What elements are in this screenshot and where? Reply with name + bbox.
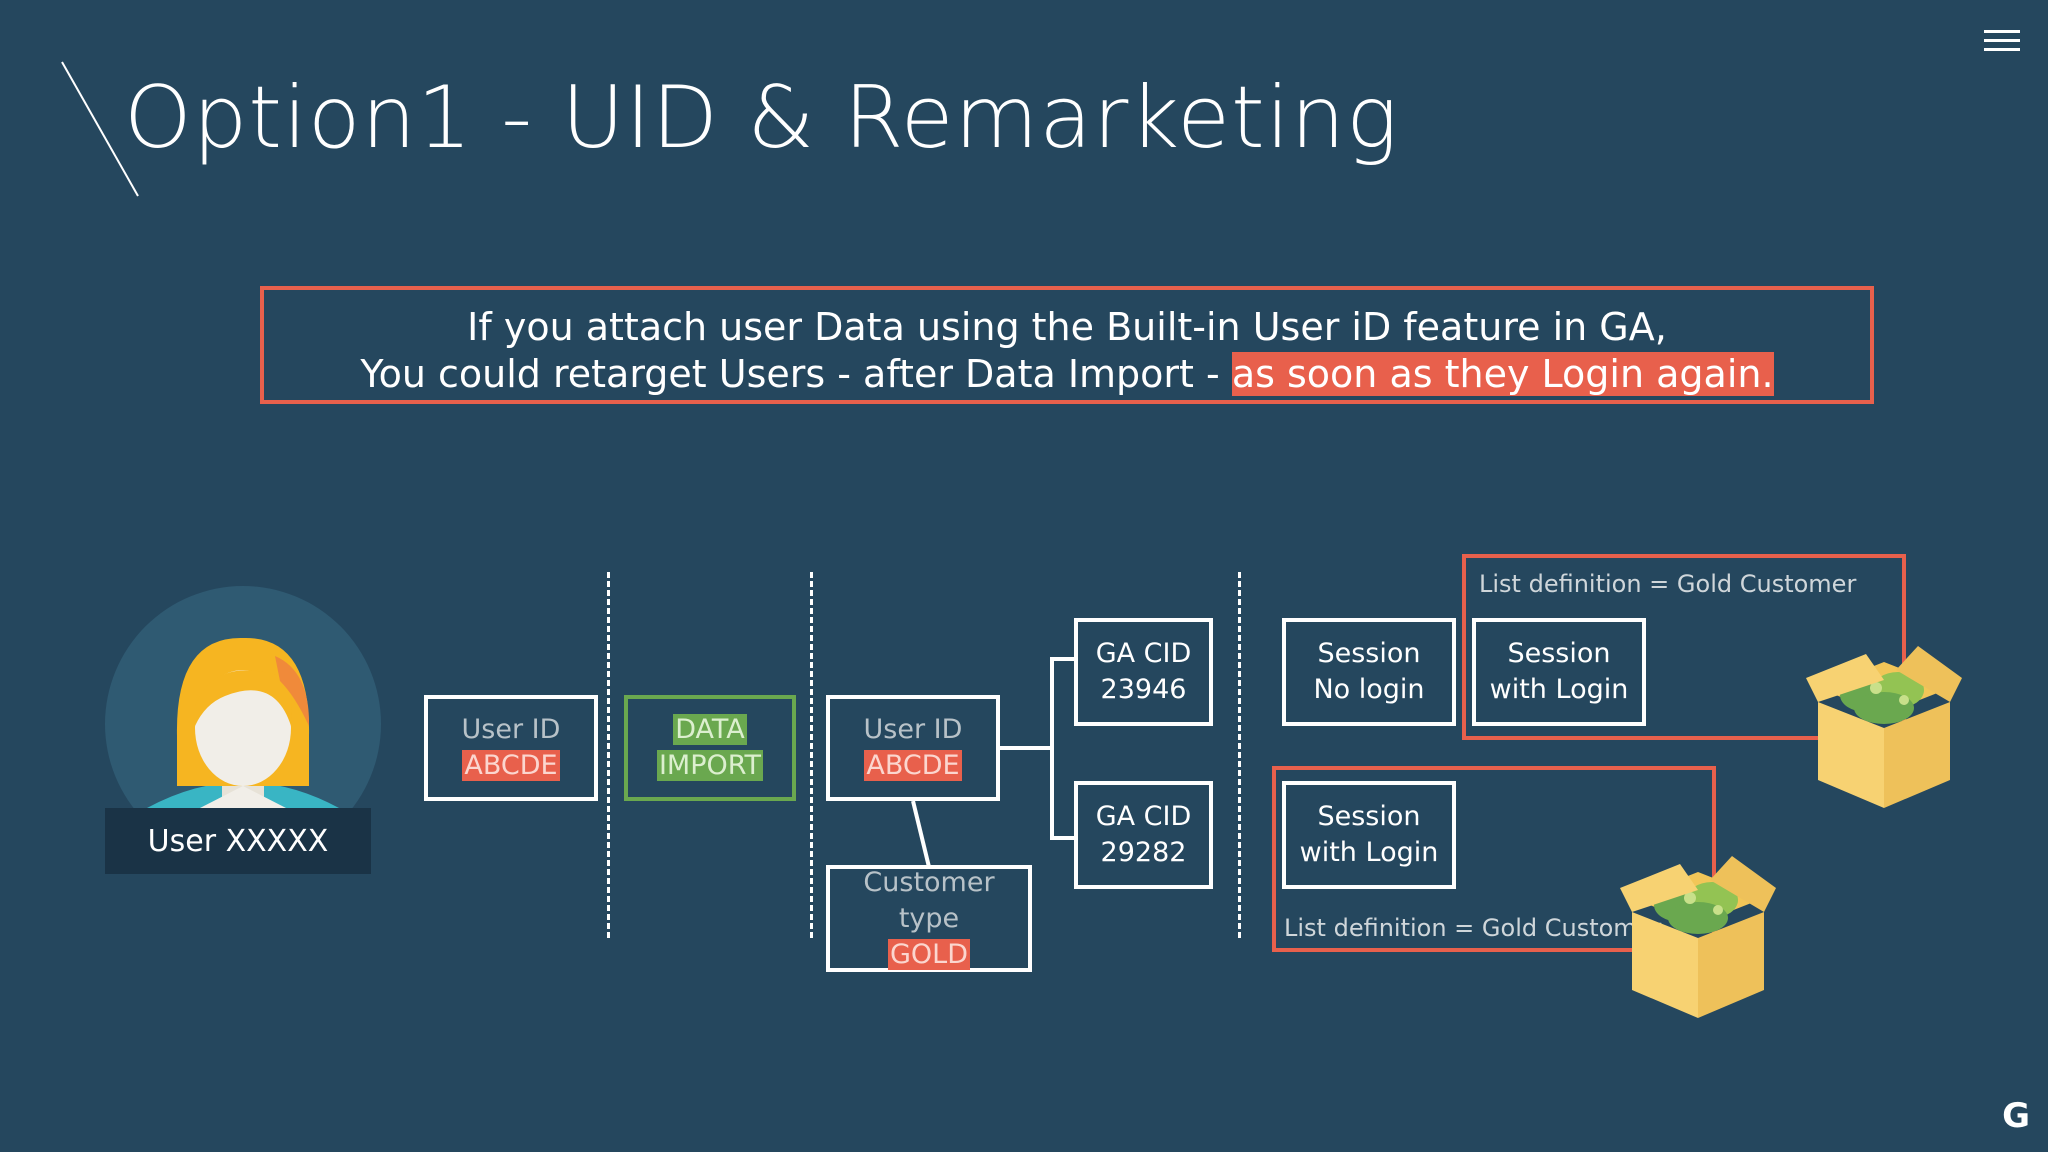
session-no-login-box: Session No login [1282, 618, 1456, 726]
ga-cid-value: 23946 [1100, 674, 1187, 705]
callout-line-2-prefix: You could retarget Users - after Data Im… [360, 352, 1232, 396]
user-id-value: ABCDE [462, 750, 560, 781]
separator-2 [810, 572, 813, 938]
session-line-2: with Login [1299, 837, 1439, 868]
callout-highlight: as soon as they Login again. [1231, 352, 1774, 396]
session-with-login-box-1: Session with Login [1472, 618, 1646, 726]
session-line-1: Session [1317, 638, 1421, 669]
session-line-1: Session [1317, 801, 1421, 832]
g-logo-icon: G [2002, 1096, 2030, 1136]
ga-cid-label: GA CID [1095, 801, 1192, 832]
customer-type-box: Customer type GOLD [826, 865, 1032, 972]
separator-1 [607, 572, 610, 938]
list-frame-bottom [1272, 766, 1716, 952]
session-with-login-box-2: Session with Login [1282, 781, 1456, 889]
list-definition-bottom: List definition = Gold Customer [1284, 914, 1662, 942]
callout-line-1: If you attach user Data using the Built-… [467, 305, 1667, 349]
session-line-2: with Login [1489, 674, 1629, 705]
ga-cid-box-2: GA CID 29282 [1074, 781, 1213, 889]
ga-cid-box-1: GA CID 23946 [1074, 618, 1213, 726]
callout-line-2: You could retarget Users - after Data Im… [264, 351, 1870, 398]
ga-cid-value: 29282 [1100, 837, 1187, 868]
list-frame-top [1462, 554, 1906, 740]
customer-type-value: GOLD [887, 938, 970, 970]
session-line-1: Session [1507, 638, 1611, 669]
data-import-box: DATA IMPORT [624, 695, 796, 801]
gift-box-icon [1806, 646, 1962, 808]
customer-type-label: Customer type [863, 866, 995, 934]
ga-cid-label: GA CID [1095, 638, 1192, 669]
hamburger-icon[interactable] [1984, 30, 2020, 57]
title-slash-decoration [61, 61, 139, 197]
user-id-value: ABCDE [864, 750, 962, 781]
slide-title: Option1 - UID & Remarketing [124, 68, 1399, 168]
user-id-box-1: User ID ABCDE [424, 695, 598, 801]
user-id-label: User ID [461, 714, 561, 745]
user-id-label: User ID [863, 714, 963, 745]
user-label: User XXXXX [105, 808, 371, 874]
data-import-line-1: DATA [673, 714, 747, 745]
gift-box-icon [1620, 856, 1776, 1018]
user-id-box-2: User ID ABCDE [826, 695, 1000, 801]
list-definition-top: List definition = Gold Customer [1479, 570, 1857, 598]
separator-3 [1238, 572, 1241, 938]
data-import-line-2: IMPORT [656, 750, 764, 781]
callout-box: If you attach user Data using the Built-… [260, 286, 1874, 404]
session-line-2: No login [1313, 674, 1425, 705]
